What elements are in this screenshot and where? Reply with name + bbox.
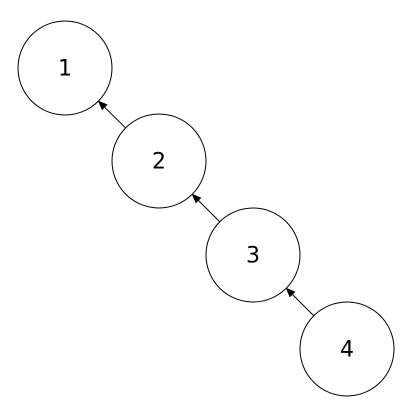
edge-2-to-1	[97, 100, 126, 129]
node-2-circle	[111, 113, 207, 209]
node-4-circle	[299, 301, 395, 397]
node-1-label: 1	[58, 57, 72, 82]
edge-3-to-2	[191, 193, 221, 223]
node-3-label: 3	[246, 244, 260, 269]
node-4: 4	[299, 301, 395, 397]
node-2-label: 2	[152, 150, 166, 175]
node-1: 1	[17, 20, 113, 116]
node-4-label: 4	[340, 338, 354, 363]
node-3: 3	[205, 207, 301, 303]
edges-group	[97, 100, 315, 317]
edge-4-to-3	[285, 287, 315, 317]
node-1-circle	[17, 20, 113, 116]
node-2: 2	[111, 113, 207, 209]
node-3-circle	[205, 207, 301, 303]
